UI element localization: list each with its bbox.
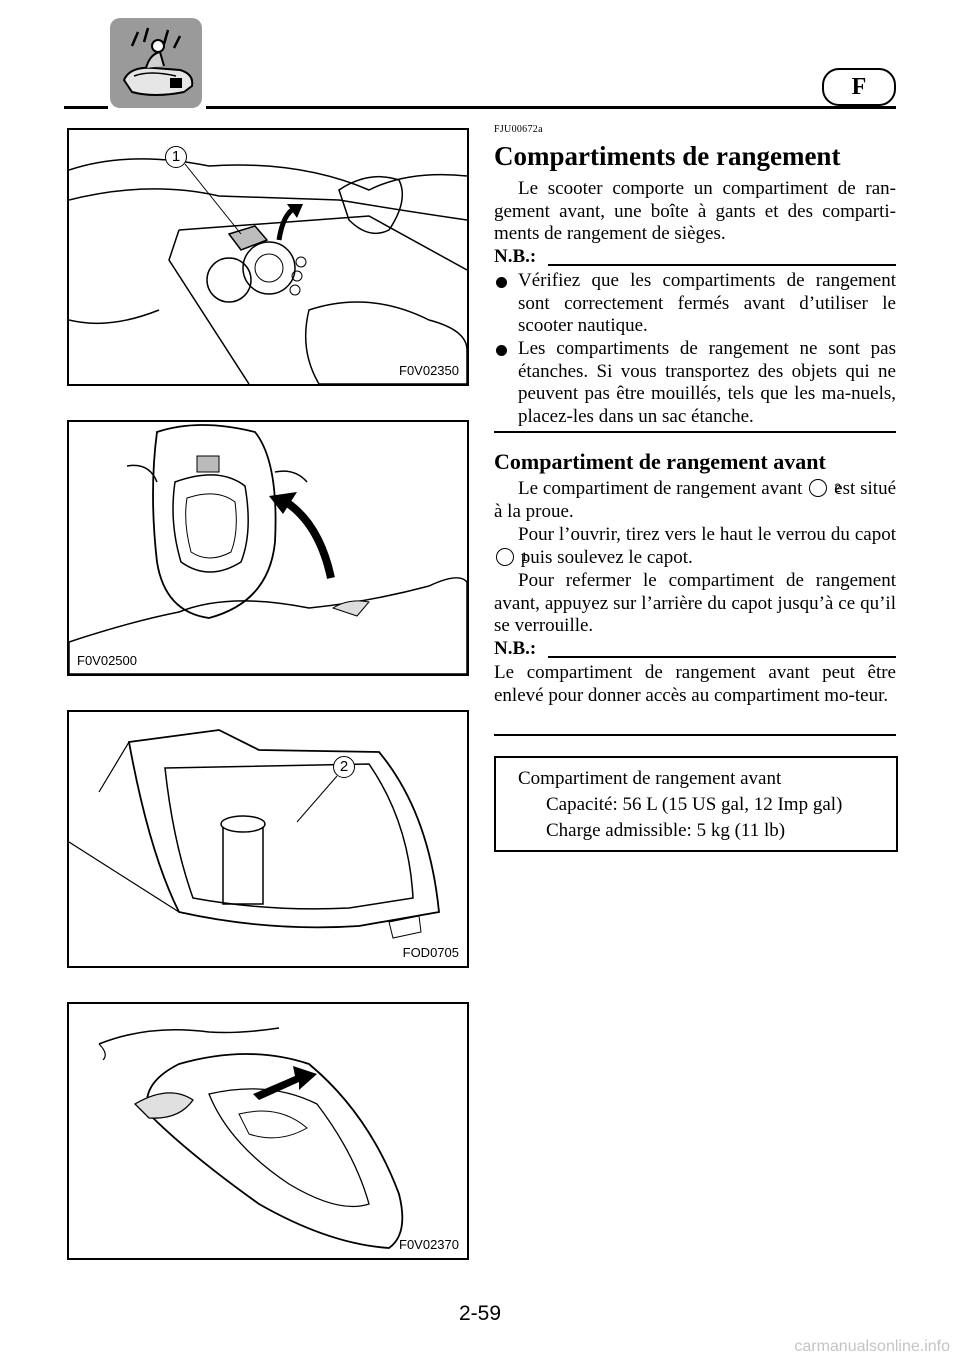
nb-rule xyxy=(548,656,896,658)
para-text: est situé à la proue. xyxy=(494,478,897,522)
figure-close-hood: F0V02370 xyxy=(67,1002,469,1260)
intro-paragraph: Le scooter comporte un compartiment de r… xyxy=(494,178,896,245)
inline-callout-1: 1 xyxy=(496,547,528,566)
reference-code: FJU00672a xyxy=(494,124,543,135)
note-end-rule xyxy=(494,431,896,433)
personal-watercraft-icon xyxy=(110,18,202,108)
callout-2: 2 xyxy=(333,756,355,778)
para-text: Le compartiment de rangement avant xyxy=(518,478,803,499)
nb2-paragraph: Le compartiment de rangement avant peut … xyxy=(494,662,896,706)
watermark: carmanualsonline.info xyxy=(794,1338,950,1355)
figure-code: F0V02500 xyxy=(77,653,137,668)
paragraph-open: Pour l’ouvrir, tirez vers le haut le ver… xyxy=(494,524,896,569)
figure-front-hood-open: F0V02500 xyxy=(67,420,469,676)
paragraph-location: Le compartiment de rangement avant 2 est… xyxy=(494,478,896,523)
note-text: Les compartiments de rangement ne sont p… xyxy=(518,338,896,427)
figure-code: F0V02370 xyxy=(399,1237,459,1252)
para-text: puis soulevez le capot. xyxy=(520,546,693,568)
section-title: Compartiments de rangement xyxy=(494,141,841,171)
note-text: Vérifiez que les compartiments de rangem… xyxy=(518,270,896,337)
nb-heading: N.B.: xyxy=(494,246,896,270)
note-item: Les compartiments de rangement ne sont p… xyxy=(494,338,896,428)
figure-storage-compartment: 2 FOD0705 xyxy=(67,710,469,968)
spec-load: Charge admissible: 5 kg (11 lb) xyxy=(546,820,786,841)
callout-1: 1 xyxy=(165,146,187,168)
figure-code: FOD0705 xyxy=(402,945,459,960)
figure-front-storage-latch: 1 F0V02350 xyxy=(67,128,469,386)
language-badge: F xyxy=(822,68,896,106)
nb2-end-rule xyxy=(494,734,896,736)
bullet-icon xyxy=(496,277,507,288)
bullet-icon xyxy=(496,345,507,356)
header-rule-right xyxy=(206,106,896,109)
spec-capacity: Capacité: 56 L (15 US gal, 12 Imp gal) xyxy=(546,794,843,815)
paragraph-close: Pour refermer le compartiment de rangeme… xyxy=(494,570,896,637)
inline-callout-2: 2 xyxy=(809,479,841,497)
spec-title: Compartiment de rangement avant xyxy=(518,768,782,789)
subsection-title: Compartiment de rangement avant xyxy=(494,449,826,474)
nb-heading-2: N.B.: xyxy=(494,638,896,662)
para-text: Pour l’ouvrir, tirez vers le haut le ver… xyxy=(518,524,896,545)
figure-code: F0V02350 xyxy=(399,363,459,378)
nb-rule xyxy=(548,264,896,266)
nb-label: N.B.: xyxy=(494,638,541,660)
note-item: Vérifiez que les compartiments de rangem… xyxy=(494,270,896,338)
spec-box: Compartiment de rangement avant Capacité… xyxy=(494,756,898,852)
header-rule-left xyxy=(64,106,108,109)
page-number: 2-59 xyxy=(458,1302,502,1325)
nb-label: N.B.: xyxy=(494,246,541,268)
